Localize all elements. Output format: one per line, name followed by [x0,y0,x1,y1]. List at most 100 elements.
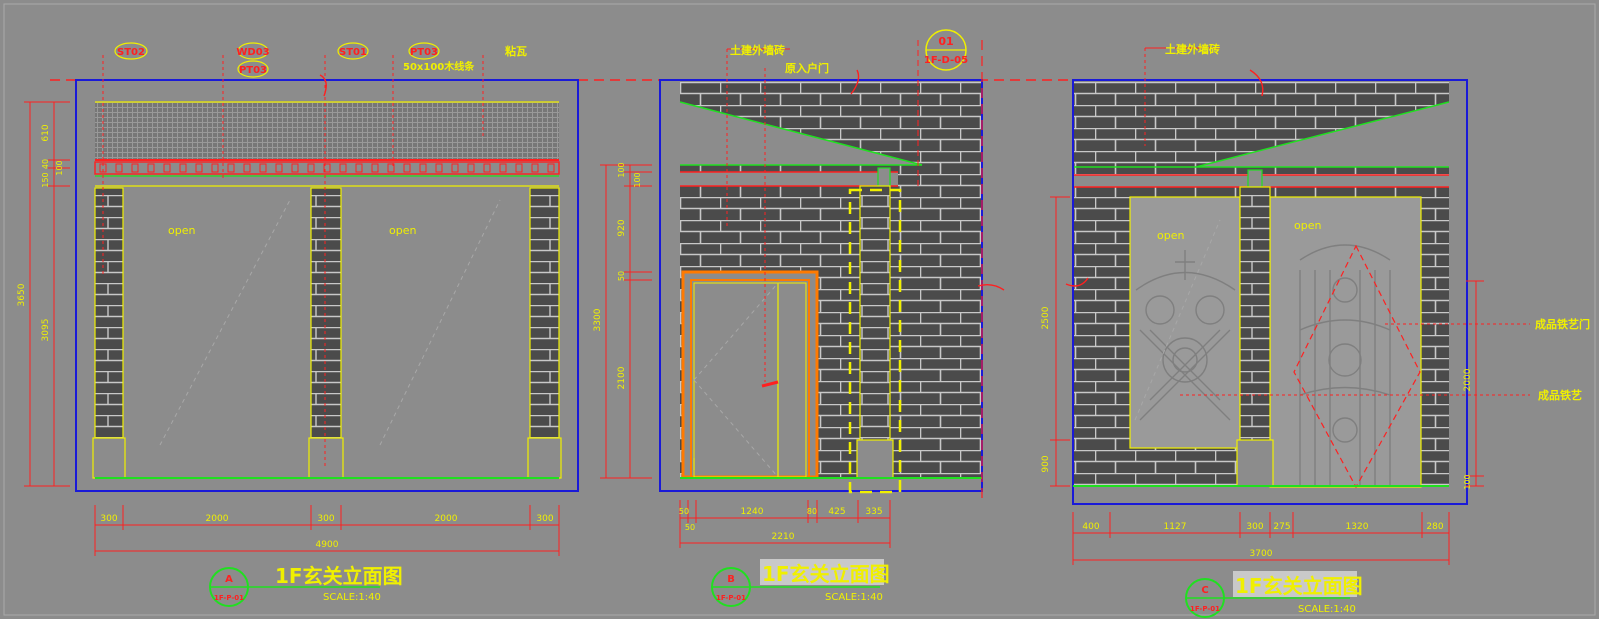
dentil-block [195,163,203,173]
a-dim-bottom-4: 300 [536,514,553,524]
b-dim-bottom-5: 335 [865,507,882,517]
c-iron-gate [1135,244,1391,485]
elevation-a: ST02 WD03 PT03 ST01 PT03 50x100木线条 粘瓦 op… [17,42,579,607]
tag-pt03-a-text: PT03 [239,65,267,76]
c-dim-left-0: 2500 [1041,306,1051,329]
c-dim-bottom-1: 1127 [1164,522,1187,532]
b-dim-bottom-3: 80 [807,507,817,516]
a-dim-bottom-3: 2000 [435,514,458,524]
dentil-block [371,163,379,173]
b-bubble-letter: B [727,574,735,585]
a-dim-left-3: 100 [55,160,64,175]
c-opening-right [1269,196,1422,488]
b-section-ref: 1F-D-05 [924,55,968,66]
b-scale: SCALE:1:40 [825,592,883,603]
dentil-block [403,163,411,173]
b-dim-left-3: 50 [617,271,626,281]
c-dim-right-0: 2000 [1463,368,1473,391]
c-bubble-letter: C [1201,585,1208,596]
a-room-frame [75,79,579,492]
tag-st01 [337,42,369,60]
c-scale: SCALE:1:40 [1298,604,1356,615]
b-pier [859,185,891,479]
dentil-block [531,163,539,173]
dentil-block [227,163,235,173]
a-dim-bottom-2: 300 [317,514,334,524]
a-title: 1F玄关立面图 [275,564,403,588]
tag-pt03-b-text: PT03 [410,47,438,58]
dentil-block [515,163,523,173]
tag-wd03-text: WD03 [236,47,269,58]
b-dim-total: 2210 [772,532,795,542]
c-dim-right-1: 100 [1463,474,1472,489]
b-dim-left-5: 2100 [617,366,627,389]
dentil-block [483,163,491,173]
b-dim-bottom-0: 50 [679,507,689,516]
dentil-block [547,163,555,173]
dentil-block [163,163,171,173]
a-note-timber: 50x100木线条 [403,60,475,73]
c-opening-left [1129,196,1241,449]
dentil-block [355,163,363,173]
dentil-block [387,163,395,173]
dentil-block [467,163,475,173]
dentil-block [243,163,251,173]
b-callout-door: 原入户门 [785,61,829,75]
c-title: 1F玄关立面图 [1235,574,1363,598]
dentil-block [131,163,139,173]
a-dim-left-1: 40 [41,159,50,169]
dentil-block [499,163,507,173]
a-pier-left [94,187,124,439]
elevation-c: open open 土建外墙砖 成品铁艺门 成品铁艺 2500 900 2000… [1041,42,1590,618]
tag-pt03-b [408,42,440,60]
a-tile-band [95,102,559,160]
elevation-b: 土建外墙砖 原入户门 01 1F-D-05 100 100 920 50 330… [593,29,1005,607]
dentil-block [451,163,459,173]
a-dim-left-0: 610 [41,124,51,141]
c-open-label-2: open [1294,219,1321,232]
dentil-block [419,163,427,173]
a-pier-right [529,187,560,439]
c-callout-gate: 成品铁艺门 [1535,317,1590,331]
a-dentils [99,163,555,173]
dentil-block [179,163,187,173]
c-room-frame [1072,79,1468,505]
tag-st01-text: ST01 [339,47,367,58]
c-dim-bottom-5: 280 [1426,522,1443,532]
c-open-label-1: open [1157,229,1184,242]
a-note-tile: 粘瓦 [505,44,527,58]
c-pier [1239,186,1271,443]
a-dim-left-2: 150 [41,172,50,187]
a-bubble-ref: 1F-P-01 [214,594,244,602]
dentil-block [259,163,267,173]
sheet-border [3,3,1596,616]
a-dim-left-5: 3095 [41,319,51,342]
b-dim-left-0: 100 [617,162,626,177]
a-dim-bottom-1: 2000 [206,514,229,524]
tag-pt03-a [237,60,269,78]
c-dim-bottom-3: 275 [1273,522,1290,532]
dentil-block [291,163,299,173]
tag-st02 [114,42,148,60]
b-dim-left-4: 3300 [593,308,603,331]
c-callout-wall: 土建外墙砖 [1165,42,1220,56]
a-timber-band [94,161,560,175]
b-dim-bottom-4: 425 [828,507,845,517]
b-dim-left-2: 920 [617,219,627,236]
c-dim-total: 3700 [1250,549,1273,559]
c-dim-bottom-4: 1320 [1346,522,1369,532]
dentil-block [307,163,315,173]
a-dim-bottom-0: 300 [100,514,117,524]
b-dim-bottom-2: 1240 [741,507,764,517]
dentil-block [339,163,347,173]
a-dim-left-4: 3650 [17,283,27,306]
a-open-label-1: open [168,224,195,237]
tag-wd03 [237,42,269,60]
dentil-block [275,163,283,173]
dentil-block [323,163,331,173]
b-entry-door [681,270,819,479]
a-pier-middle [310,187,342,439]
b-title: 1F玄关立面图 [762,562,890,586]
a-open-label-2: open [389,224,416,237]
b-callout-wall: 土建外墙砖 [730,43,785,57]
